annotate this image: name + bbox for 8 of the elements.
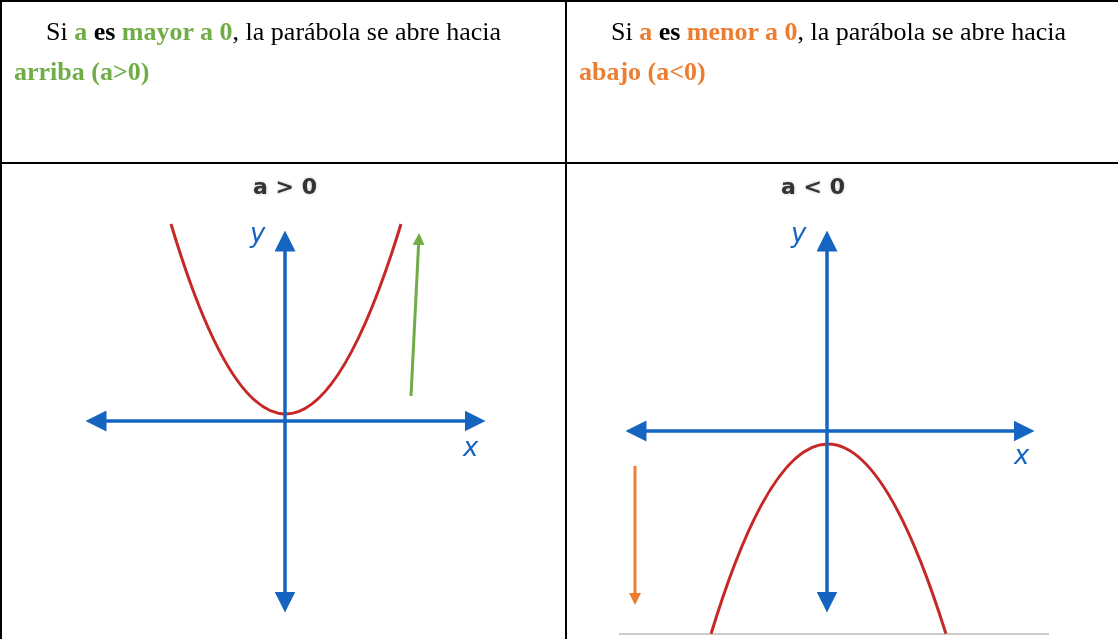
- axis-label: x: [1014, 442, 1030, 468]
- axis-label: y: [250, 220, 266, 246]
- description-text: Si a es menor a 0, la parábola se abre hacia abajo (a<0): [578, 16, 1068, 88]
- condition-label: a < 0: [781, 174, 845, 199]
- axis-label: y: [791, 220, 807, 246]
- axis-label: x: [463, 434, 479, 460]
- description-text: Si a es mayor a 0, la parábola se abre hacia arriba (a>0): [13, 16, 503, 88]
- condition-label: a > 0: [253, 174, 317, 199]
